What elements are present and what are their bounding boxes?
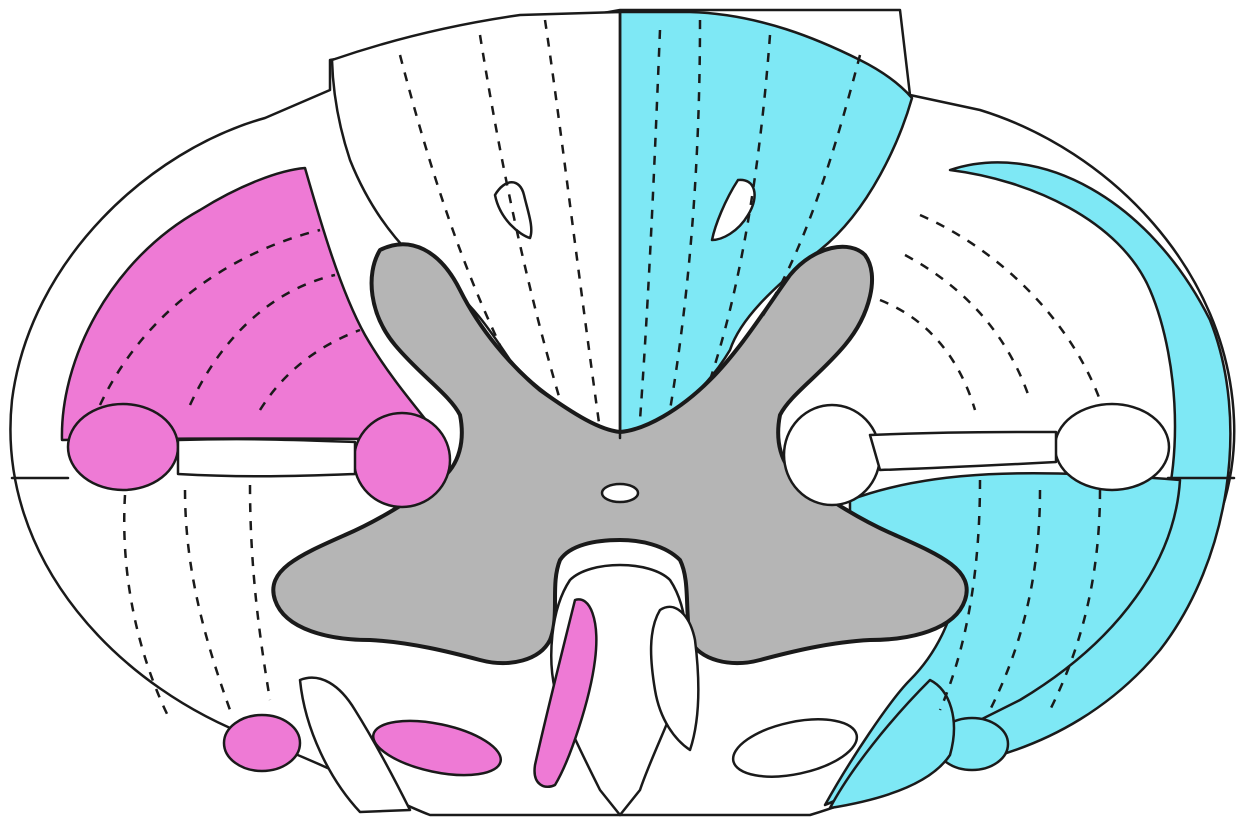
left-anterior-motor-tract-lateral: [224, 715, 300, 771]
right-lateral-oval-inner: [784, 405, 880, 505]
right-lateral-oval-outer: [1055, 404, 1169, 490]
left-lateral-oval-outer: [68, 404, 178, 490]
left-lateral-connector: [178, 439, 355, 476]
central-canal: [602, 484, 638, 502]
right-lateral-connector: [870, 432, 1056, 470]
left-lateral-oval-inner: [354, 413, 450, 507]
